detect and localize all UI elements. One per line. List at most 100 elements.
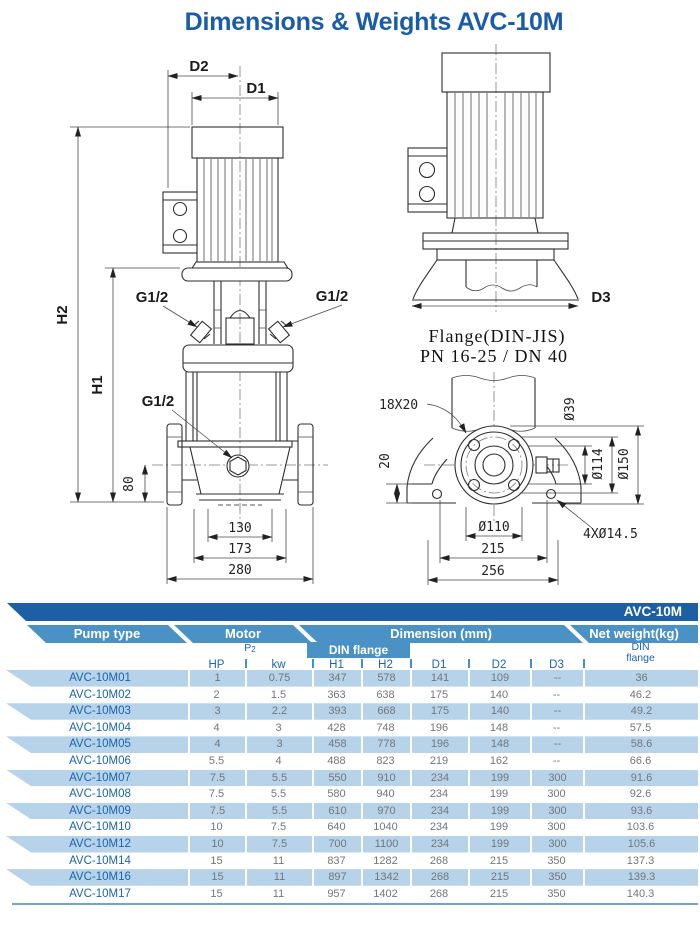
column-tick — [312, 659, 314, 668]
d1-cell: 268 — [410, 869, 468, 886]
d2-cell: 148 — [468, 736, 530, 753]
weight-cell: 93.6 — [583, 802, 698, 820]
group-label: Pump type — [73, 626, 141, 641]
d3-cell: -- — [552, 688, 561, 701]
dim-label-h1: H1 — [89, 375, 106, 394]
h2-cell: 910 — [361, 769, 410, 787]
h2-cell: 970 — [361, 802, 410, 820]
weight-cell: 57.5 — [629, 721, 652, 734]
h1-cell: 347 — [312, 670, 361, 687]
hp-cell: 2 — [213, 688, 220, 701]
col-header-hp: HP — [208, 659, 225, 671]
column-tick — [245, 659, 247, 668]
flange-note-line2: PN 16-25 / DN 40 — [420, 346, 568, 366]
group-label: Dimension (mm) — [390, 626, 492, 641]
table-row: AVC-10M01 1 0.75 347 578 141 109 -- 36 — [12, 670, 698, 687]
dim-label-dia110: Ø110 — [478, 520, 509, 535]
d3-cell: 350 — [530, 869, 583, 886]
h1-cell: 428 — [327, 721, 346, 734]
kw-cell: 3 — [245, 736, 312, 753]
col-header-h2: H2 — [378, 659, 393, 671]
table-row: AVC-10M16 15 11 897 1342 268 215 350 139… — [12, 869, 698, 886]
weight-cell: 92.6 — [629, 788, 652, 801]
pump-type-cell: AVC-10M08 — [69, 788, 131, 801]
dimension-drawings: D2 D1 H2 H1 80 130 173 280 G1/2 G1/2 G1/… — [54, 44, 644, 585]
d1-cell: 234 — [410, 835, 468, 853]
h1-cell: 700 — [312, 835, 361, 853]
d2-cell: 215 — [489, 887, 509, 900]
kw-cell: 3 — [275, 721, 282, 734]
d2-cell: 162 — [489, 754, 509, 767]
dim-label-dia114: Ø114 — [591, 448, 606, 479]
table-row: AVC-10M09 7.5 5.5 610 970 234 199 300 93… — [12, 802, 698, 820]
weight-cell: 66.6 — [629, 754, 652, 767]
pump-type-cell: AVC-10M10 — [69, 821, 131, 834]
d1-cell: 234 — [410, 802, 468, 820]
pump-base-view: 18X20 20 Ø39 Ø114 Ø150 Ø110 215 256 4XØ — [378, 372, 644, 585]
h1-cell: 897 — [312, 869, 361, 886]
table-row: AVC-10M07 7.5 5.5 550 910 234 199 300 91… — [12, 769, 698, 787]
h1-cell: 640 — [327, 821, 346, 834]
column-group-motor: Motor — [174, 625, 312, 643]
h1-cell: 957 — [327, 887, 346, 900]
pump-type-cell: AVC-10M05 — [69, 738, 131, 751]
kw-cell: 0.75 — [245, 670, 312, 687]
hp-cell: 5.5 — [208, 754, 225, 767]
dim-label-173: 173 — [228, 542, 251, 557]
d3-cell: -- — [552, 754, 561, 767]
col-header-kw: kw — [271, 659, 286, 671]
pump-type-cell: AVC-10M02 — [69, 688, 131, 701]
d2-cell: 199 — [468, 802, 530, 820]
d1-cell: 234 — [410, 769, 468, 787]
column-group-dimension: Dimension (mm) — [299, 625, 583, 643]
h1-cell: 580 — [327, 788, 346, 801]
column-tick — [583, 659, 585, 668]
table-row: AVC-10M05 4 3 458 778 196 148 -- 58.6 — [12, 736, 698, 753]
group-label: Motor — [224, 626, 262, 641]
col-header-d3: D3 — [549, 659, 564, 671]
group-label: Net weight(kg) — [589, 626, 679, 641]
weight-cell: 58.6 — [583, 736, 698, 753]
d3-cell: 350 — [547, 854, 566, 867]
h1-cell: 458 — [312, 736, 361, 753]
d2-cell: 148 — [489, 721, 509, 734]
weight-cell: 137.3 — [626, 854, 655, 867]
d1-cell: 268 — [429, 887, 449, 900]
dim-label-256: 256 — [481, 564, 504, 579]
weight-cell: 46.2 — [629, 688, 652, 701]
table-row: AVC-10M03 3 2.2 393 668 175 140 -- 49.2 — [12, 703, 698, 720]
table-row: AVC-10M10 10 7.5 640 1040 234 199 300 10… — [12, 819, 698, 836]
kw-cell: 11 — [272, 854, 285, 867]
d3-cell: 300 — [530, 835, 583, 853]
h2-cell: 823 — [376, 754, 395, 767]
dim-label-215: 215 — [481, 542, 504, 557]
d3-cell: -- — [530, 703, 583, 720]
h2-cell: 778 — [361, 736, 410, 753]
d3-cell: 300 — [530, 769, 583, 787]
d1-cell: 175 — [429, 688, 449, 701]
table-bottom-border — [12, 903, 698, 905]
dim-label-80: 80 — [122, 476, 137, 492]
d1-cell: 234 — [429, 788, 449, 801]
table-row: AVC-10M06 5.5 4 488 823 219 162 -- 66.6 — [12, 753, 698, 770]
h1-cell: 837 — [327, 854, 346, 867]
h2-cell: 578 — [361, 670, 410, 687]
table-row: AVC-10M12 10 7.5 700 1100 234 199 300 10… — [12, 835, 698, 853]
h2-cell: 1040 — [373, 821, 398, 834]
kw-cell: 5.5 — [245, 802, 312, 820]
h1-cell: 610 — [312, 802, 361, 820]
pump-type-cell: AVC-10M14 — [69, 854, 131, 867]
d1-cell: 268 — [429, 854, 449, 867]
h2-cell: 668 — [361, 703, 410, 720]
d2-cell: 215 — [489, 854, 509, 867]
column-tick — [530, 659, 532, 668]
h1-cell: 488 — [327, 754, 346, 767]
table-row: AVC-10M02 2 1.5 363 638 175 140 -- 46.2 — [12, 687, 698, 704]
pump-type-cell: AVC-10M04 — [69, 721, 131, 734]
dim-label-20: 20 — [378, 453, 393, 469]
weight-cell: 36 — [583, 670, 698, 687]
d2-cell: 140 — [468, 703, 530, 720]
kw-cell: 7.5 — [245, 835, 312, 853]
d3-cell: -- — [552, 721, 561, 734]
din-line1: DIN — [631, 641, 650, 653]
